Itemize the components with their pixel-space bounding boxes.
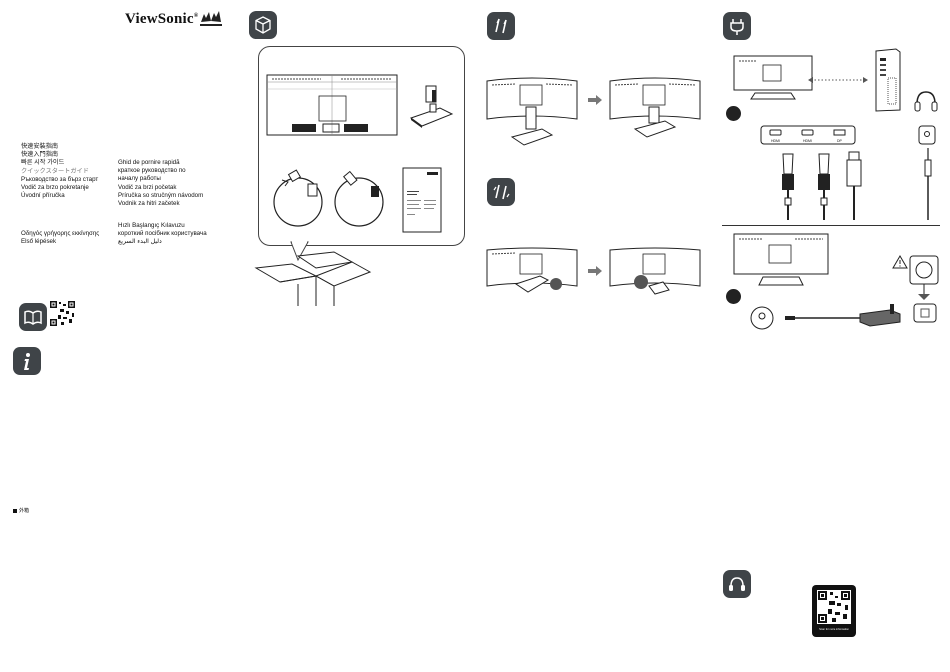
monitor-illustration [266, 74, 398, 136]
wall-outlet-illustration [909, 255, 939, 323]
panel-cover: ViewSonic® 快速安裝指南 快速入門指南 빠른 시작 가이드 クイックス… [0, 0, 237, 672]
qr-code[interactable] [49, 300, 76, 327]
monitor-power-illustration [733, 233, 829, 286]
box-icon [249, 11, 277, 39]
remove-stand-icon [487, 178, 515, 206]
cable-connectors-illustration [782, 151, 862, 220]
manual-book-icon [19, 303, 47, 331]
hdmi-cable-illustration [334, 170, 384, 227]
step-badge-1 [726, 106, 741, 121]
open-box-illustration [254, 251, 372, 306]
dp-port-label: DP [837, 139, 842, 143]
step-badge-2 [726, 289, 741, 304]
computer-tower-illustration [875, 48, 901, 112]
bubble-tail [290, 240, 309, 262]
quick-guide-illustration [402, 167, 442, 233]
power-adapter-illustration [750, 304, 901, 330]
hdmi-port-label-1: HDMI [771, 139, 780, 143]
stand-illustration [409, 85, 454, 128]
footer-mark: 外箱 [13, 507, 29, 514]
language-list-right: Ghid de pornire rapidă краткое руководст… [118, 159, 204, 207]
power-cable-illustration [273, 169, 323, 227]
language-list-left-2: Οδηγός γρήγορης εκκίνησης Első lépések [21, 230, 100, 246]
install-stand-icon [487, 12, 515, 40]
panel-package-contents [237, 0, 474, 672]
section-divider [722, 225, 940, 226]
monitor-back-illustration [733, 55, 813, 100]
install-step-1 [486, 77, 578, 146]
info-icon [13, 347, 41, 375]
hdmi-port-label-2: HDMI [803, 139, 812, 143]
arrow-right-icon-2 [588, 266, 602, 276]
support-headset-icon [723, 570, 751, 598]
panel-connections [711, 0, 950, 672]
language-list-left: 快速安裝指南 快速入門指南 빠른 시작 가이드 クイックスタートガイド Ръко… [21, 143, 99, 200]
remove-step-1 [486, 247, 578, 293]
audio-cable-illustration [924, 148, 932, 220]
power-plug-icon [723, 12, 751, 40]
brand-logo: ViewSonic® [125, 11, 199, 27]
dotted-link [808, 77, 868, 83]
qr-caption: Scan for more information [819, 628, 849, 631]
audio-port-panel [918, 125, 936, 145]
brand-birds-icon [200, 11, 222, 26]
package-contents-bubble [258, 46, 465, 246]
headphones-icon [914, 91, 938, 112]
warning-icon [892, 255, 908, 269]
panel-stand-install [474, 0, 711, 672]
arrow-right-icon [588, 95, 602, 105]
support-qr-code[interactable] [817, 590, 851, 624]
port-panel [760, 125, 856, 145]
install-step-2 [609, 77, 701, 138]
language-list-right-2: Hızlı Başlangıç Kılavuzu короткий посібн… [118, 222, 207, 246]
remove-step-2 [609, 247, 701, 295]
